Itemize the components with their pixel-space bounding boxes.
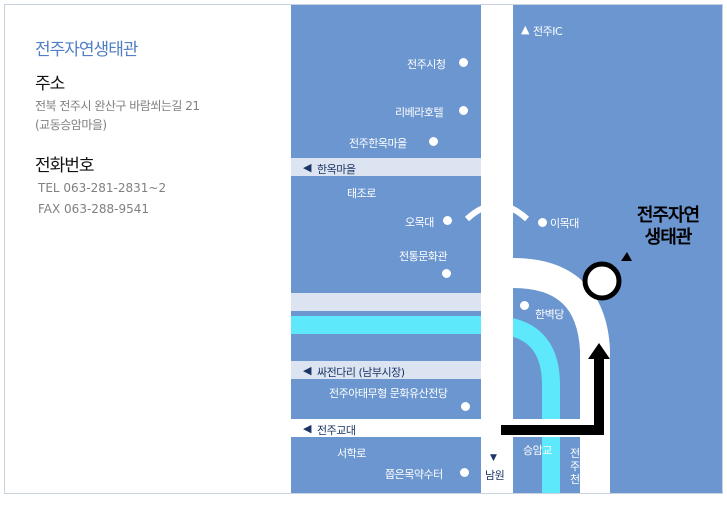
route-arrow bbox=[501, 355, 604, 435]
label-taejo-ro: 태조로 bbox=[347, 187, 376, 200]
label-jeonju-gyodae: 전주교대 bbox=[317, 424, 356, 437]
venue-name: 전주자연생태관 bbox=[35, 40, 138, 60]
venue-pointer bbox=[621, 252, 632, 261]
riviera-hotel-marker bbox=[459, 106, 468, 115]
map-frame: 전주자연생태관 주소 전북 전주시 완산구 바람쐬는길 21 (교동승암마을) … bbox=[4, 4, 723, 494]
tel-number: TEL 063-281-2831~2 bbox=[38, 181, 167, 195]
label-imokdae: 이목대 bbox=[550, 217, 579, 230]
middle-road-band bbox=[291, 293, 481, 311]
hanok-road-band bbox=[291, 158, 481, 176]
main-road bbox=[481, 5, 513, 493]
label-hanbyeokdang: 한벽당 bbox=[535, 308, 564, 321]
label-hanok-road: 한옥마을 bbox=[317, 163, 356, 176]
city-hall-marker bbox=[459, 58, 468, 67]
north-arrow-icon: ▲ bbox=[521, 23, 529, 36]
label-hanok-maeul: 전주한옥마을 bbox=[349, 137, 407, 150]
left-arrow-icon: ◀ bbox=[303, 161, 311, 174]
jjokmul-marker bbox=[460, 468, 469, 477]
label-city-hall: 전주시청 bbox=[407, 58, 446, 71]
heritage-hall-marker bbox=[461, 402, 470, 411]
venue-label-line-1: 전주자연 bbox=[636, 205, 700, 226]
label-seohak-ro: 서학로 bbox=[337, 447, 366, 460]
left-arrow-icon: ◀ bbox=[303, 364, 311, 377]
ssajeon-road-band bbox=[291, 361, 481, 379]
label-traditional-culture-hall: 전통문화관 bbox=[399, 250, 448, 263]
map-graphic bbox=[291, 5, 722, 493]
label-ssajeon-dari: 싸전다리 (남부시장) bbox=[317, 366, 405, 379]
overpass-arc bbox=[464, 202, 530, 222]
label-jeonju-ic: 전주IC bbox=[533, 25, 563, 38]
south-arrow-icon: ▼ bbox=[490, 453, 497, 463]
culture-hall-marker bbox=[442, 269, 451, 278]
label-seungam-bridge: 승암교 bbox=[523, 444, 552, 457]
address-line-2: (교동승암마을) bbox=[35, 118, 107, 132]
label-omokdae: 오목대 bbox=[405, 216, 434, 229]
label-jeonju-stream: 전 주 천 bbox=[569, 447, 581, 486]
location-map: ▲ 전주IC 전주시청 리베라호텔 전주한옥마을 ◀ 한옥마을 태조로 오목대 … bbox=[291, 5, 722, 493]
venue-map-label: 전주자연 생태관 bbox=[619, 205, 717, 249]
info-panel: 전주자연생태관 주소 전북 전주시 완산구 바람쐬는길 21 (교동승암마을) … bbox=[5, 5, 291, 493]
fax-number: FAX 063-288-9541 bbox=[38, 202, 150, 216]
address-heading: 주소 bbox=[35, 74, 65, 94]
venue-label-line-2: 생태관 bbox=[644, 227, 693, 248]
omokdae-marker bbox=[443, 216, 452, 225]
label-heritage-hall: 전주아태무형 문화유산전당 bbox=[329, 387, 448, 400]
venue-marker bbox=[582, 261, 622, 301]
left-arrow-icon: ◀ bbox=[303, 422, 311, 435]
gyodae-road bbox=[291, 419, 481, 437]
stream-char: 주 bbox=[569, 460, 581, 473]
imokdae-marker bbox=[538, 218, 547, 227]
address-line-1: 전북 전주시 완산구 바람쐬는길 21 bbox=[35, 99, 200, 113]
curve-road bbox=[512, 258, 610, 493]
phone-heading: 전화번호 bbox=[35, 156, 95, 176]
hanbyeokdang-marker bbox=[520, 301, 529, 310]
label-namwon: 남원 bbox=[485, 469, 505, 482]
stream-char: 전 bbox=[569, 447, 581, 460]
stream-char: 천 bbox=[569, 473, 581, 486]
hanok-maeul-marker bbox=[429, 137, 438, 146]
label-riviera-hotel: 리베라호텔 bbox=[395, 106, 444, 119]
route-arrow-head bbox=[588, 343, 610, 359]
label-jjokmul: 쫍은목약수터 bbox=[385, 468, 443, 481]
